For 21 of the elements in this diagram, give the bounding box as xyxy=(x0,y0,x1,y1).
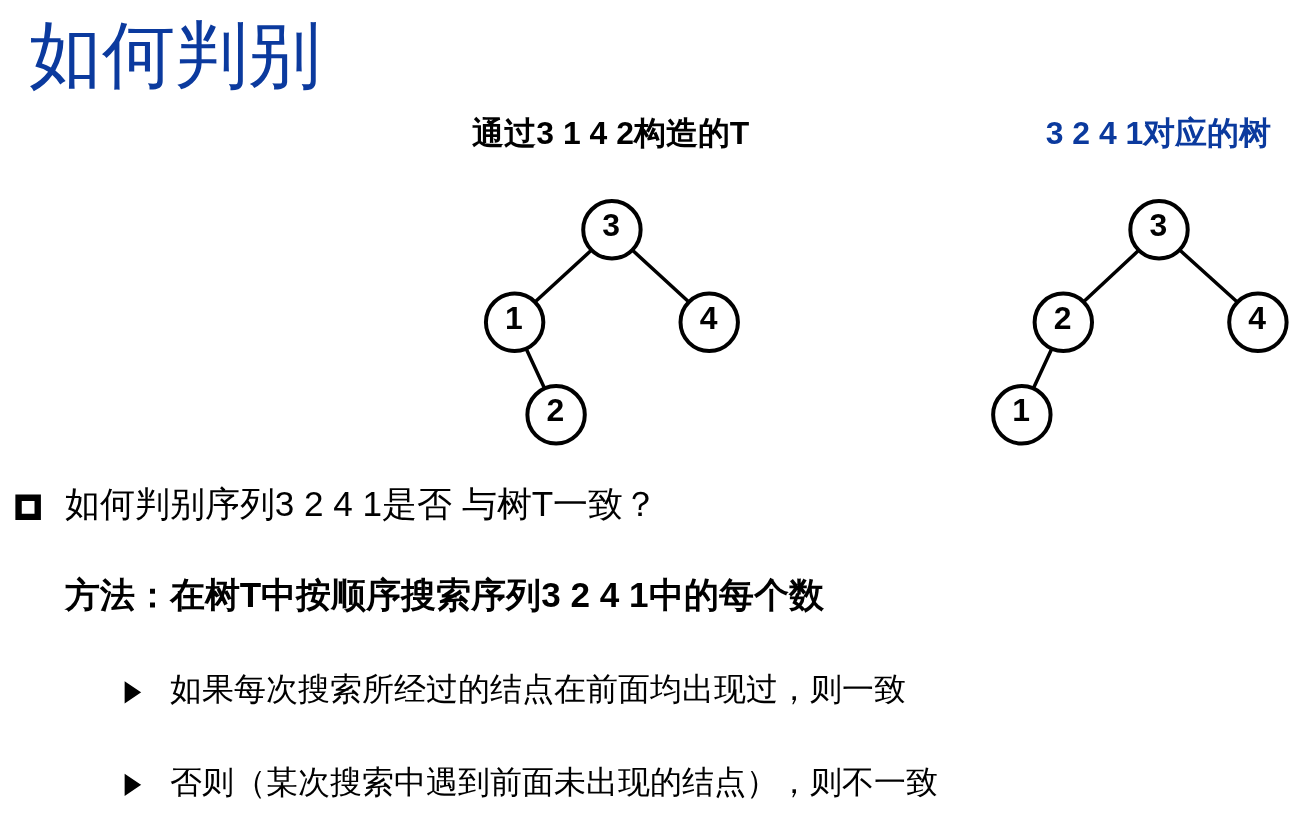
connector xyxy=(631,249,690,304)
label: 否则（某次搜索中遇到前面未出现的结点），则不一致 xyxy=(170,764,939,800)
label: 方法：在树T中按顺序搜索序列3 2 4 1中的每个数 xyxy=(64,575,824,615)
diagram-title: 如何判别 xyxy=(28,14,321,96)
node-circle: 2 xyxy=(525,384,587,446)
node-circle: 1 xyxy=(483,291,546,353)
connector xyxy=(524,348,547,390)
node-circle: 3 xyxy=(1128,199,1190,261)
label: 3 2 4 1对应的树 xyxy=(1045,114,1272,151)
node-circle: 4 xyxy=(1227,291,1289,353)
connector xyxy=(534,249,593,304)
node-circle: 2 xyxy=(1032,291,1095,353)
node-circle: 4 xyxy=(678,291,740,353)
connector xyxy=(1082,249,1140,304)
node-circle: 3 xyxy=(581,199,643,261)
node-circle: 1 xyxy=(991,384,1053,446)
label: 通过3 1 4 2构造的T xyxy=(472,114,750,151)
label: 如何判别序列3 2 4 1是否 与树T一致？ xyxy=(64,484,659,524)
connector xyxy=(1178,249,1239,304)
label: 如果每次搜索所经过的结点在前面均出现过，则一致 xyxy=(170,672,907,708)
connector xyxy=(1031,348,1054,390)
